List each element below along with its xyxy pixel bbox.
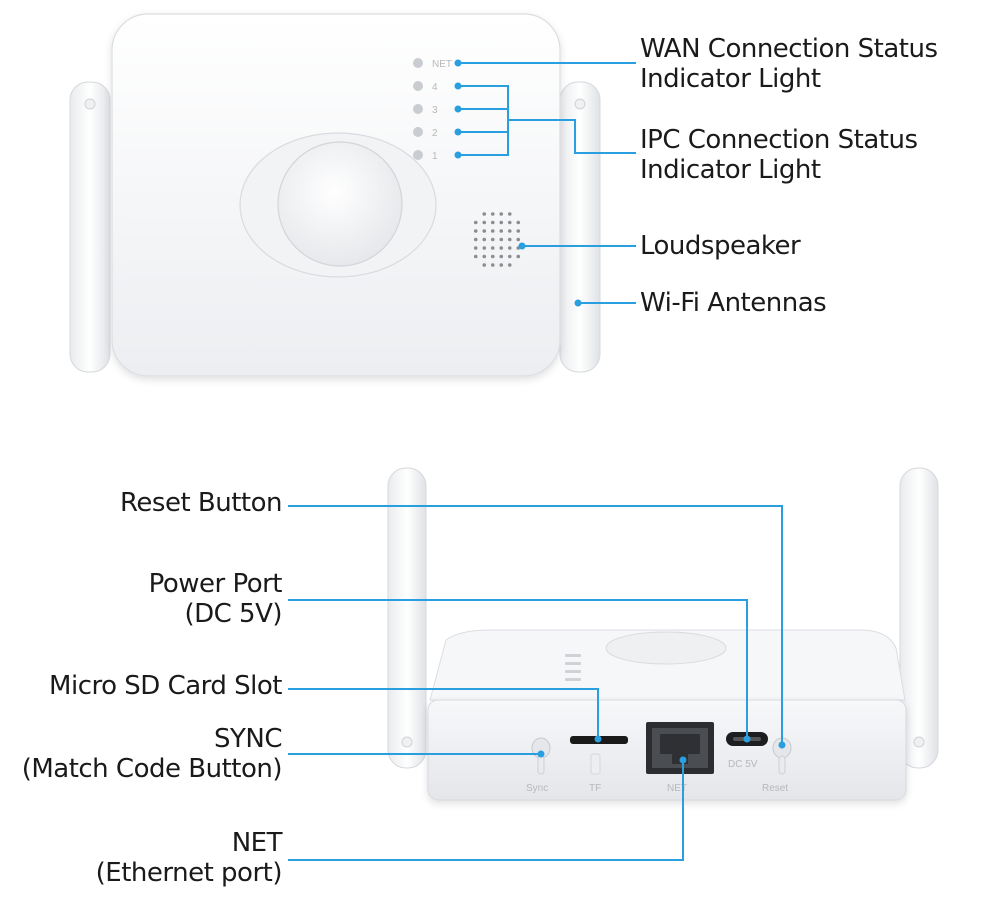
speaker-hole	[482, 263, 487, 267]
speaker-hole	[490, 263, 495, 267]
top-right-antenna	[559, 81, 601, 373]
callout-reset-text: Reset Button	[120, 488, 282, 518]
center-button	[239, 132, 437, 278]
bottom-left-antenna	[387, 467, 427, 769]
ethernet-port	[646, 722, 714, 774]
speaker-hole	[499, 212, 504, 216]
speaker-hole	[507, 254, 512, 259]
speaker-hole	[490, 229, 495, 233]
callout-net: NET (Ethernet port)	[95, 828, 283, 888]
speaker-hole	[473, 229, 478, 233]
led-label-3: 3	[432, 105, 438, 116]
led-indicators: NET 4 3 2 1	[413, 58, 452, 162]
callout-power-line1: Power Port	[148, 569, 283, 599]
led-label-net: NET	[432, 59, 452, 70]
speaker-hole	[490, 246, 495, 250]
callout-sync-line2: (Match Code Button)	[21, 754, 283, 784]
speaker-hole	[516, 254, 521, 259]
speaker-hole	[473, 254, 478, 259]
callout-ipc: IPC Connection Status Indicator Light	[640, 125, 918, 185]
led-label-1: 1	[432, 151, 438, 162]
speaker-hole	[490, 254, 495, 259]
speaker-hole	[482, 212, 487, 216]
port-label-reset: Reset	[762, 783, 788, 794]
callout-wan-line2: Indicator Light	[640, 64, 821, 94]
callout-sync-line1: SYNC	[214, 724, 283, 754]
led-label-4: 4	[432, 82, 438, 93]
port-label-sync: Sync	[526, 783, 548, 794]
callout-reset: Reset Button	[120, 488, 282, 518]
callout-wan-line1: WAN Connection Status	[640, 34, 938, 64]
speaker-hole	[490, 212, 495, 216]
speaker-hole	[482, 254, 487, 259]
speaker-hole	[499, 263, 504, 267]
callout-antennas-text: Wi-Fi Antennas	[640, 288, 827, 318]
speaker-hole	[516, 229, 521, 233]
speaker-hole	[499, 220, 504, 225]
led-label-2: 2	[432, 128, 438, 139]
top-left-antenna	[69, 81, 111, 373]
speaker-hole	[507, 246, 512, 250]
speaker-hole	[482, 220, 487, 225]
speaker-hole	[473, 237, 478, 242]
callout-ipc-line2: Indicator Light	[640, 155, 821, 185]
bottom-device: Sync TF NET DC 5V Reset	[387, 467, 939, 801]
speaker-hole	[499, 246, 504, 250]
bottom-device-top-face	[429, 629, 906, 701]
speaker-hole	[516, 220, 521, 225]
speaker-hole	[482, 246, 487, 250]
top-leader-lines	[458, 62, 636, 304]
speaker-hole	[490, 237, 495, 242]
speaker-hole	[507, 237, 512, 242]
speaker-hole	[482, 229, 487, 233]
speaker-hole	[516, 237, 521, 242]
speaker-hole	[490, 220, 495, 225]
speaker-grille	[473, 212, 521, 267]
top-leader-dots	[454, 59, 582, 307]
callout-antennas: Wi-Fi Antennas	[640, 288, 827, 318]
speaker-hole	[499, 254, 504, 259]
callout-loudspeaker-text: Loudspeaker	[640, 231, 801, 261]
speaker-hole	[499, 229, 504, 233]
speaker-hole	[507, 229, 512, 233]
callout-net-line2: (Ethernet port)	[95, 858, 283, 888]
callout-wan: WAN Connection Status Indicator Light	[640, 34, 938, 94]
port-label-tf: TF	[589, 783, 601, 794]
bottom-leader-lines	[288, 505, 783, 861]
speaker-hole	[507, 212, 512, 216]
bottom-leader-dots	[537, 735, 786, 764]
speaker-hole	[507, 220, 512, 225]
speaker-hole	[473, 220, 478, 225]
top-device: NET 4 3 2 1	[69, 13, 601, 377]
callout-sd: Micro SD Card Slot	[49, 671, 282, 701]
speaker-hole	[499, 237, 504, 242]
sync-button	[531, 737, 551, 775]
callout-sd-text: Micro SD Card Slot	[49, 671, 282, 701]
callout-sync: SYNC (Match Code Button)	[21, 724, 283, 784]
callout-power: Power Port (DC 5V)	[148, 569, 283, 629]
speaker-hole	[507, 263, 512, 267]
port-label-net: NET	[667, 783, 687, 794]
bottom-right-antenna	[899, 467, 939, 769]
callout-ipc-line1: IPC Connection Status	[640, 125, 918, 155]
callout-net-line1: NET	[231, 828, 283, 858]
speaker-hole	[473, 246, 478, 250]
callout-power-line2: (DC 5V)	[184, 599, 282, 629]
callout-loudspeaker: Loudspeaker	[640, 231, 801, 261]
speaker-hole	[482, 237, 487, 242]
port-label-dc: DC 5V	[728, 759, 758, 770]
